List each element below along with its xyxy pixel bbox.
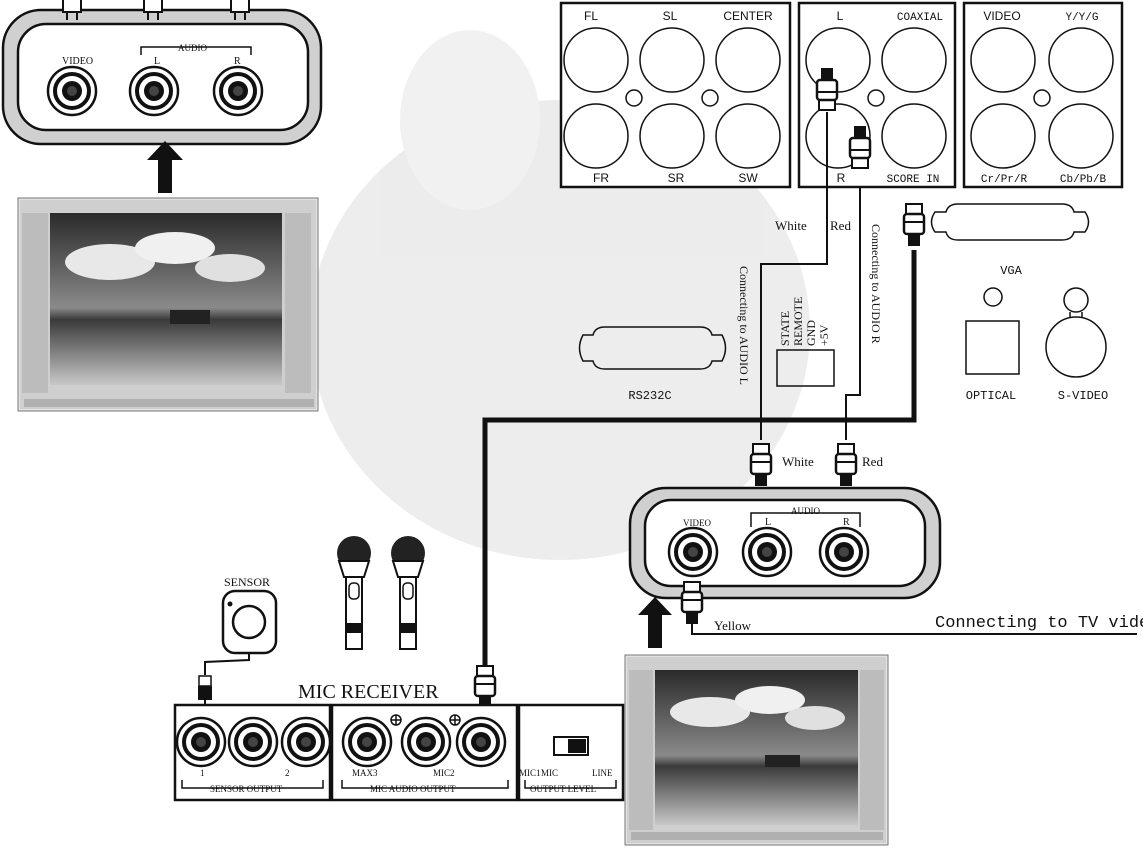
optical-port: OPTICAL (965, 287, 1020, 403)
top-plug-audio-l (143, 0, 163, 20)
red-bottom-label: Red (862, 454, 883, 469)
sr-label: SR (668, 171, 685, 185)
sensor-output-jack-3 (280, 716, 332, 768)
tv-bottom-audio-label: AUDIO (791, 506, 820, 516)
mic2-label: MIC2 (433, 768, 455, 778)
sensor-2-label: 2 (285, 768, 290, 778)
sensor-output-jack-1 (175, 716, 227, 768)
rs232c-label: RS232C (628, 389, 671, 403)
cb-jack-label: Cb/Pb/B (1060, 174, 1107, 186)
tv-set-top (17, 197, 319, 412)
plug-red-tv (834, 442, 858, 488)
tv-bottom-video-jack (667, 526, 719, 578)
s-video-port: S-VIDEO (1045, 287, 1108, 403)
center-label: CENTER (723, 9, 773, 23)
tv-top-audio-r-jack (212, 65, 264, 117)
y-jack-label: Y/Y/G (1065, 12, 1098, 24)
tv-bottom-audio-l-jack (741, 526, 793, 578)
audio-l-jack-label: L (837, 9, 844, 23)
score-in-label: SCORE IN (887, 174, 940, 186)
sw-label: SW (738, 171, 758, 185)
red-top-label: Red (830, 218, 851, 233)
mic-label: MIC (541, 768, 558, 778)
tv-top-video-label: VIDEO (62, 56, 93, 67)
arrow-up-icon (147, 141, 183, 193)
coaxial-label: COAXIAL (897, 12, 943, 24)
video-jack-label: VIDEO (983, 9, 1020, 23)
sl-label: SL (663, 9, 678, 23)
tv-top-audio-label: AUDIO (178, 43, 207, 53)
tv-bottom-l-label: L (765, 517, 771, 528)
yellow-label: Yellow (714, 618, 752, 633)
mic-receiver: MIC RECEIVER 1 2 SENSOR OUTPUT MAX3 MIC2… (173, 664, 625, 802)
rs232c-port: RS232C (578, 326, 727, 403)
mic-receiver-title: MIC RECEIVER (298, 681, 439, 703)
mic-audio-output-label: MIC AUDIO OUTPUT (370, 784, 456, 794)
gnd-label: GND (804, 320, 818, 346)
mic-output-jack-max3 (341, 716, 393, 768)
output-level-label: OUTPUT LEVEL (530, 784, 596, 794)
cr-jack-label: Cr/Pr/R (981, 174, 1028, 186)
max3-label: MAX3 (352, 768, 378, 778)
white-bottom-label: White (782, 454, 814, 469)
sensor: SENSOR (198, 575, 278, 705)
tv-bottom-video-label: VIDEO (683, 518, 711, 528)
video-output-block: VIDEO Y/Y/G Cr/Pr/R Cb/Pb/B (962, 1, 1124, 189)
tv-top-l-label: L (154, 56, 160, 67)
to-audio-l-label: Connecting to AUDIO L (737, 266, 751, 385)
vga-label: VGA (1000, 264, 1022, 278)
tv-top-video-jack (46, 65, 98, 117)
microphone-icon (391, 536, 425, 650)
sensor-1-label: 1 (200, 768, 205, 778)
plug-white-tv (749, 442, 773, 488)
fr-label: FR (593, 171, 609, 185)
arrow-up-icon (638, 597, 672, 648)
audio-r-jack-label: R (837, 171, 846, 185)
mic-output-jack-mic2 (400, 716, 452, 768)
tv-bottom-audio-r-jack (818, 526, 870, 578)
mic-output-jack-out (455, 716, 507, 768)
tv-input-panel-top: VIDEO AUDIO L R (1, 0, 323, 146)
to-tv-video-label: Connecting to TV video (935, 614, 1143, 633)
sensor-output-jack-2 (227, 716, 279, 768)
sensor-label: SENSOR (224, 575, 270, 589)
tv-top-r-label: R (234, 56, 241, 67)
s-video-label: S-VIDEO (1058, 389, 1108, 403)
fl-label: FL (584, 9, 598, 23)
line-label: LINE (592, 768, 613, 778)
state-label: STATE (778, 311, 792, 346)
sensor-output-label: SENSOR OUTPUT (210, 784, 283, 794)
white-top-label: White (775, 218, 807, 233)
tv-top-audio-l-jack (128, 65, 180, 117)
tv-input-panel-bottom: VIDEO AUDIO L R (628, 486, 942, 600)
remote-label: REMOTE (791, 297, 805, 346)
speaker-output-block: FL SL CENTER FR SR SW (559, 1, 792, 189)
top-plug-audio-r (230, 0, 250, 20)
tv-set-bottom (624, 654, 889, 846)
vga-port: VGA (930, 203, 1090, 278)
optical-label: OPTICAL (966, 389, 1016, 403)
plug-score-in (902, 202, 926, 248)
plug-mic-receiver (473, 664, 497, 710)
to-audio-r-label: Connecting to AUDIO R (869, 224, 883, 344)
microphone-icon (337, 536, 371, 650)
tv-bottom-r-label: R (843, 517, 850, 528)
remote-terminal: STATE REMOTE GND +5V (776, 297, 835, 387)
plug-yellow (680, 580, 704, 626)
audio-cables (482, 66, 926, 665)
top-plug-video (62, 0, 82, 20)
plus5v-label: +5V (817, 324, 831, 346)
mic1-label: MIC1 (519, 768, 541, 778)
